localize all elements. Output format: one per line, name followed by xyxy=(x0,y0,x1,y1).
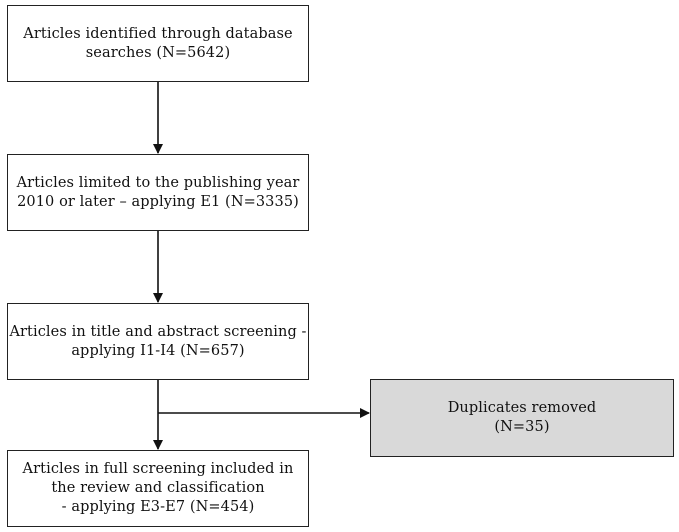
box-articles-identified-label: Articles identified through database sea… xyxy=(23,25,293,61)
box-title-abstract-screening-label: Articles in title and abstract screening… xyxy=(9,323,307,359)
box-title-abstract-screening: Articles in title and abstract screening… xyxy=(7,303,309,380)
box-full-screening-included: Articles in full screening included in t… xyxy=(7,450,309,527)
box-duplicates-removed-label: Duplicates removed (N=35) xyxy=(447,400,597,435)
box-articles-identified: Articles identified through database sea… xyxy=(7,5,309,82)
box-duplicates-removed: Duplicates removed (N=35) xyxy=(370,379,674,457)
box-articles-limited-year: Articles limited to the publishing year … xyxy=(7,154,309,231)
box-articles-limited-year-label: Articles limited to the publishing year … xyxy=(16,174,300,210)
box-full-screening-included-label: Articles in full screening included in t… xyxy=(22,461,294,515)
